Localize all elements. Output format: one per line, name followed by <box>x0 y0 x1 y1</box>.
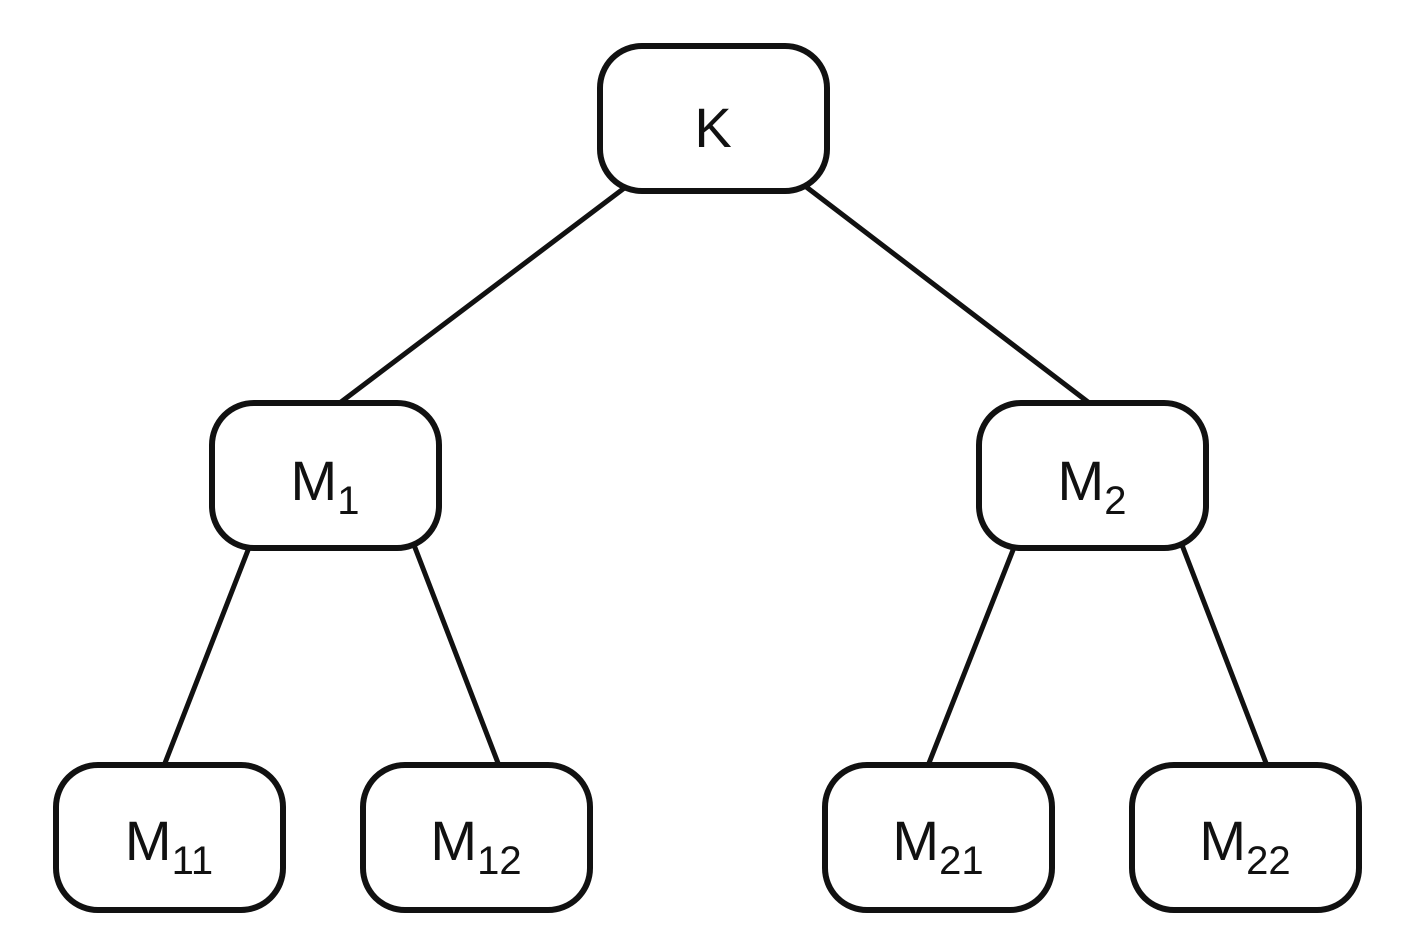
node-m22-label: M22 <box>1199 809 1290 883</box>
node-m12-label: M12 <box>430 809 521 883</box>
node-m22: M22 <box>1129 762 1362 913</box>
node-m11: M11 <box>53 762 286 913</box>
node-m12-main-text: M <box>430 809 477 872</box>
node-m2: M2 <box>976 400 1209 551</box>
node-k-label: K <box>694 96 731 159</box>
node-m2-label: M2 <box>1058 449 1127 523</box>
edge-m2-m22 <box>1179 542 1269 766</box>
node-m11-subscript: 11 <box>172 839 214 883</box>
node-m12: M12 <box>360 762 593 913</box>
node-m2-box <box>976 400 1209 551</box>
node-m11-box <box>53 762 286 913</box>
node-m11-main-text: M <box>125 809 172 872</box>
node-m12-box <box>360 762 593 913</box>
node-m2-subscript: 2 <box>1104 479 1126 523</box>
node-m21-main-text: M <box>892 809 939 872</box>
node-m1-box <box>209 400 442 551</box>
node-k-main-text: K <box>694 96 731 159</box>
node-m1-subscript: 1 <box>337 479 359 523</box>
node-m22-subscript: 22 <box>1246 839 1291 883</box>
edge-m1-m11 <box>162 542 253 766</box>
node-m1-label: M1 <box>291 449 360 523</box>
node-m12-subscript: 12 <box>477 839 522 883</box>
node-k-box <box>597 43 830 194</box>
node-m22-box <box>1129 762 1362 913</box>
node-m2-main-text: M <box>1058 449 1105 512</box>
edge-k-m2 <box>802 183 1091 405</box>
edge-m2-m21 <box>926 542 1018 766</box>
node-k: K <box>597 43 830 194</box>
node-m21-box <box>822 762 1055 913</box>
node-m22-main-text: M <box>1199 809 1246 872</box>
node-m1-main-text: M <box>291 449 338 512</box>
edge-k-m1 <box>338 183 630 405</box>
node-m21-subscript: 21 <box>939 839 984 883</box>
node-m21: M21 <box>822 762 1055 913</box>
node-m21-label: M21 <box>892 809 983 883</box>
node-m1: M1 <box>209 400 442 551</box>
edge-m1-m12 <box>411 542 501 766</box>
node-m11-label: M11 <box>125 809 213 883</box>
